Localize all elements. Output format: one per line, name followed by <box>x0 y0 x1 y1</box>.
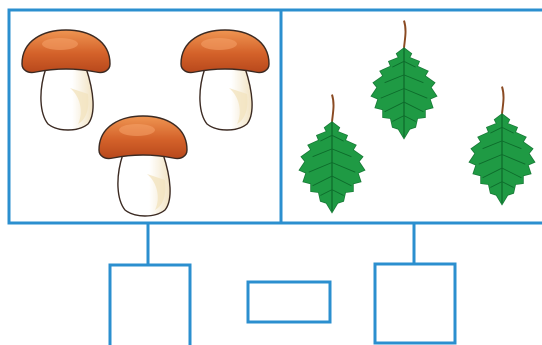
comparison-sign-box[interactable] <box>246 280 332 324</box>
left-count-box[interactable] <box>108 263 192 345</box>
mushroom-group <box>21 29 270 217</box>
mushroom-icon <box>180 29 270 131</box>
picture-frame <box>7 8 542 225</box>
birch-leaf-icon <box>298 93 366 214</box>
birch-leaf-group <box>298 19 536 214</box>
right-count-box[interactable] <box>373 262 457 345</box>
mushroom-icon <box>98 115 188 217</box>
mushroom-icon <box>21 29 111 131</box>
birch-leaf-icon <box>468 85 536 206</box>
birch-leaf-icon <box>370 19 438 140</box>
